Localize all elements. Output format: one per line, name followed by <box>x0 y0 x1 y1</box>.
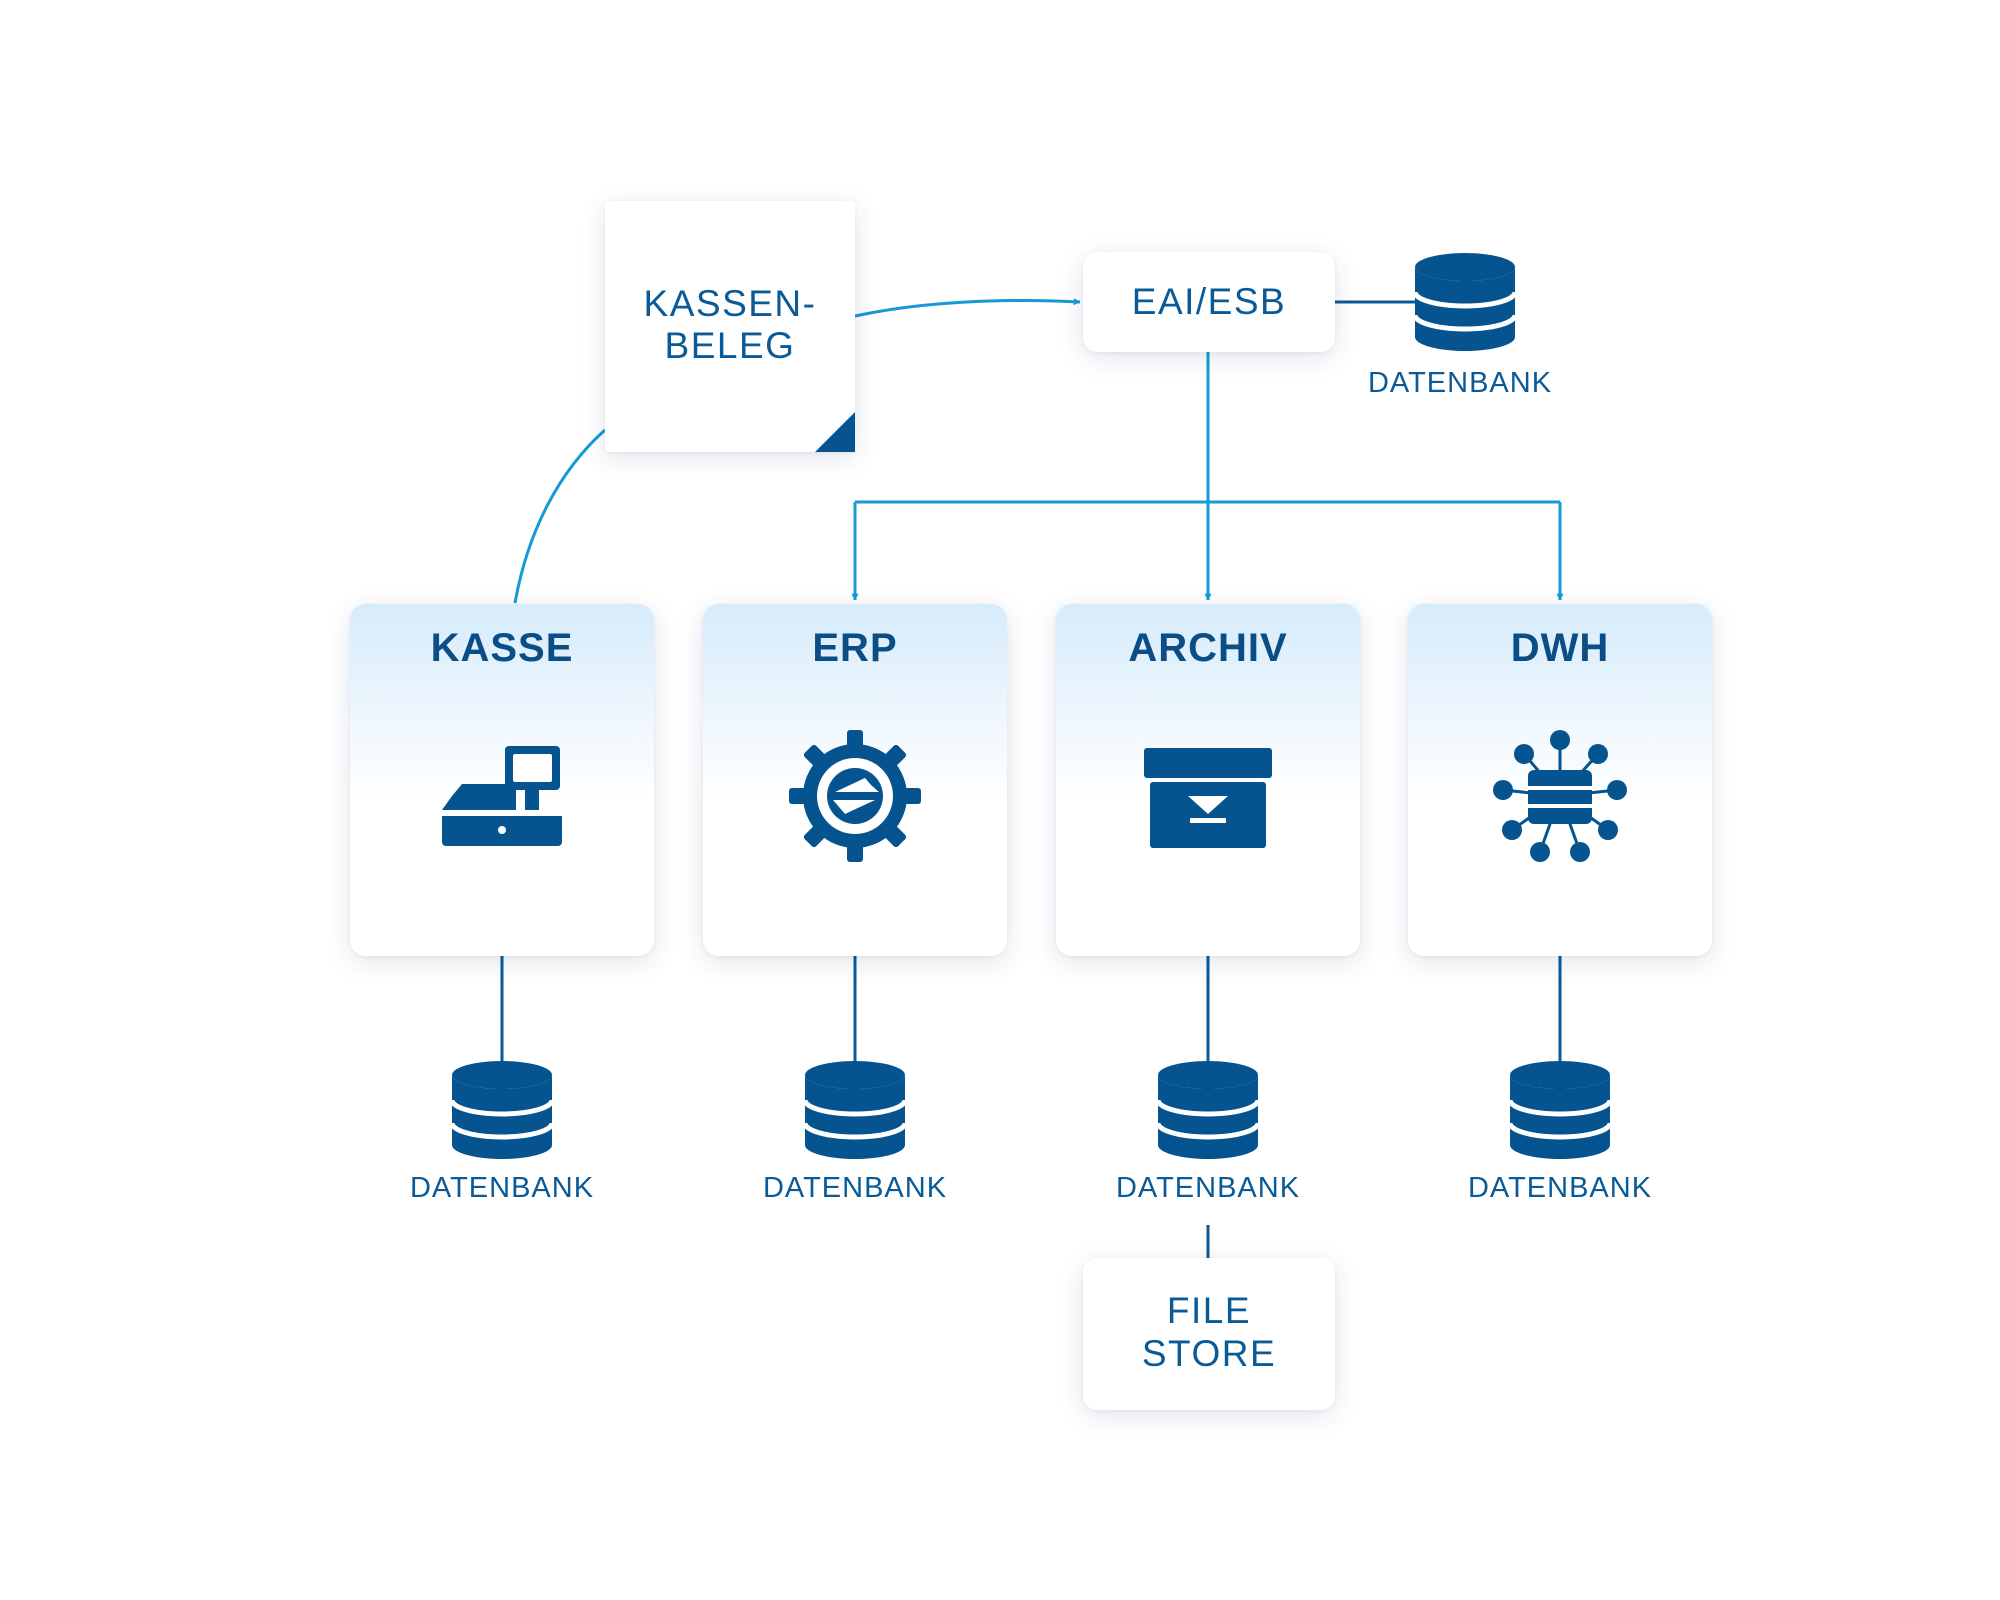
system-card-dwh[interactable]: DWH <box>1408 604 1712 956</box>
filestore-label-line1: FILE <box>1166 1290 1252 1331</box>
system-title-erp: ERP <box>812 626 898 670</box>
database-icon <box>449 1061 555 1159</box>
receipt-label-line1: KASSEN- <box>643 283 817 324</box>
kasse-database-label: DATENBANK <box>409 1172 595 1204</box>
system-card-archiv[interactable]: ARCHIV <box>1056 604 1360 956</box>
erp-database-label: DATENBANK <box>762 1172 948 1204</box>
system-card-kasse[interactable]: KASSE <box>350 604 654 956</box>
system-title-dwh: DWH <box>1510 626 1610 670</box>
archiv-database-label: DATENBANK <box>1115 1172 1301 1204</box>
system-card-erp[interactable]: ERP <box>703 604 1007 956</box>
receipt-document[interactable]: KASSEN- BELEG <box>605 201 855 452</box>
system-title-kasse: KASSE <box>430 626 574 670</box>
system-title-archiv: ARCHIV <box>1128 626 1288 670</box>
page-fold-icon <box>815 412 855 452</box>
database-icon <box>1412 253 1518 351</box>
database-icon <box>802 1061 908 1159</box>
data-network-icon <box>1493 730 1627 862</box>
esb-label: EAI/ESB <box>1131 281 1287 322</box>
dwh-database-label: DATENBANK <box>1467 1172 1653 1204</box>
cash-register-icon <box>442 746 562 846</box>
receipt-to-esb-arrow <box>854 298 1081 318</box>
gear-exchange-icon <box>789 730 921 862</box>
database-icon <box>1507 1061 1613 1159</box>
filestore-box[interactable]: FILE STORE <box>1083 1258 1335 1410</box>
archive-box-icon <box>1144 748 1272 848</box>
esb-database-label: DATENBANK <box>1367 367 1553 399</box>
esb-box[interactable]: EAI/ESB <box>1083 252 1335 352</box>
filestore-label-line2: STORE <box>1141 1333 1277 1374</box>
kasse-to-receipt-line <box>513 428 606 604</box>
receipt-label: KASSEN- BELEG <box>605 283 855 367</box>
database-icon <box>1155 1061 1261 1159</box>
receipt-label-line2: BELEG <box>664 325 796 366</box>
